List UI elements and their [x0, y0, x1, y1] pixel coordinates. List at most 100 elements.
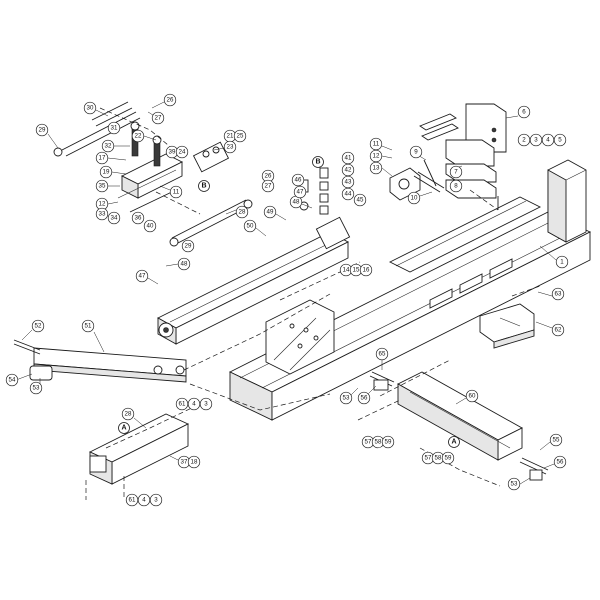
svg-text:62: 62: [555, 327, 562, 334]
callout-52: 52: [21, 319, 45, 341]
callout-63: 63: [537, 287, 565, 301]
hydraulic-hose: [117, 169, 253, 247]
callout-29: 29: [181, 239, 195, 253]
callout-12: 12: [95, 197, 119, 211]
callout-34: 34: [107, 211, 121, 225]
callout-27: 27: [261, 179, 275, 193]
callout-61: 61: [175, 397, 189, 411]
callout-45: 45: [353, 193, 367, 207]
callout-5: 5: [553, 133, 567, 147]
ref-mark-b: B: [312, 156, 324, 168]
callout-2: 2: [517, 133, 531, 147]
svg-text:46: 46: [295, 177, 302, 184]
callout-43: 43: [341, 175, 355, 189]
callout-15: 15: [349, 263, 363, 277]
callout-61: 61: [125, 493, 139, 507]
beam-gusset: [265, 299, 335, 375]
svg-text:2: 2: [522, 137, 526, 144]
callout-8: 8: [449, 179, 463, 193]
callout-53: 53: [507, 477, 531, 491]
callout-36: 36: [131, 211, 145, 225]
callout-48: 48: [289, 195, 313, 209]
svg-text:59: 59: [445, 455, 452, 462]
svg-text:25: 25: [237, 133, 244, 140]
svg-text:42: 42: [345, 167, 352, 174]
svg-text:A: A: [121, 425, 126, 432]
callout-42: 42: [341, 163, 355, 177]
callout-7: 7: [449, 165, 463, 179]
callout-46: 46: [291, 173, 305, 187]
callout-28: 28: [225, 205, 249, 219]
svg-text:58: 58: [375, 439, 382, 446]
callout-32: 32: [101, 139, 130, 153]
svg-text:65: 65: [379, 351, 386, 358]
callout-56: 56: [543, 455, 567, 469]
rod-clevis: [389, 159, 445, 201]
svg-text:12: 12: [373, 153, 380, 160]
svg-text:15: 15: [353, 267, 360, 274]
svg-text:17: 17: [99, 155, 106, 162]
hitch-plate: [479, 303, 535, 349]
callout-13: 13: [369, 161, 393, 177]
svg-text:43: 43: [345, 179, 352, 186]
wedge-plates: [419, 103, 507, 210]
svg-text:34: 34: [111, 215, 118, 222]
callout-17: 17: [95, 151, 127, 165]
front-support-tube: [88, 413, 190, 485]
svg-text:57: 57: [365, 439, 372, 446]
axle-tube: [397, 371, 523, 461]
callout-4: 4: [187, 397, 201, 411]
callout-25: 25: [233, 129, 247, 143]
callout-22: 22: [131, 129, 157, 143]
svg-text:36: 36: [135, 215, 142, 222]
svg-text:28: 28: [239, 209, 246, 216]
svg-text:39: 39: [169, 149, 176, 156]
svg-text:53: 53: [343, 395, 350, 402]
svg-text:6: 6: [522, 109, 526, 116]
callout-6: 6: [505, 105, 531, 119]
svg-text:53: 53: [511, 481, 518, 488]
svg-text:24: 24: [179, 149, 186, 156]
callout-59: 59: [381, 435, 395, 449]
svg-text:11: 11: [373, 141, 380, 148]
callout-31: 31: [107, 121, 121, 135]
svg-text:48: 48: [293, 199, 300, 206]
svg-text:13: 13: [373, 165, 380, 172]
svg-text:16: 16: [363, 267, 370, 274]
svg-text:29: 29: [39, 127, 46, 134]
svg-text:49: 49: [267, 209, 274, 216]
assembly-lines: [85, 107, 541, 500]
callout-10: 10: [407, 191, 433, 205]
svg-text:51: 51: [85, 323, 92, 330]
callout-11: 11: [159, 185, 183, 199]
svg-text:37: 37: [181, 459, 188, 466]
svg-text:40: 40: [147, 223, 154, 230]
svg-text:31: 31: [111, 125, 118, 132]
callout-3: 3: [529, 133, 543, 147]
svg-text:56: 56: [557, 459, 564, 466]
svg-text:23: 23: [227, 144, 234, 151]
callout-47: 47: [135, 269, 159, 285]
svg-text:22: 22: [135, 133, 142, 140]
svg-text:29: 29: [185, 243, 192, 250]
svg-text:B: B: [315, 159, 320, 166]
callout-3: 3: [149, 493, 163, 507]
callout-53: 53: [339, 387, 359, 405]
svg-text:18: 18: [191, 459, 198, 466]
svg-text:12: 12: [99, 201, 106, 208]
svg-text:45: 45: [357, 197, 364, 204]
callout-28: 28: [121, 407, 147, 429]
callout-49: 49: [263, 205, 287, 221]
callout-56: 56: [357, 385, 377, 405]
svg-text:53: 53: [33, 385, 40, 392]
callout-23: 23: [213, 140, 237, 154]
callout-44: 44: [341, 187, 355, 201]
callout-51: 51: [81, 319, 105, 353]
callout-18: 18: [187, 455, 201, 469]
callout-12: 12: [369, 149, 393, 163]
hydraulic-cylinder: [157, 216, 351, 345]
callout-62: 62: [535, 321, 565, 337]
svg-text:57: 57: [425, 455, 432, 462]
callout-59: 59: [441, 451, 455, 465]
svg-text:27: 27: [265, 183, 272, 190]
